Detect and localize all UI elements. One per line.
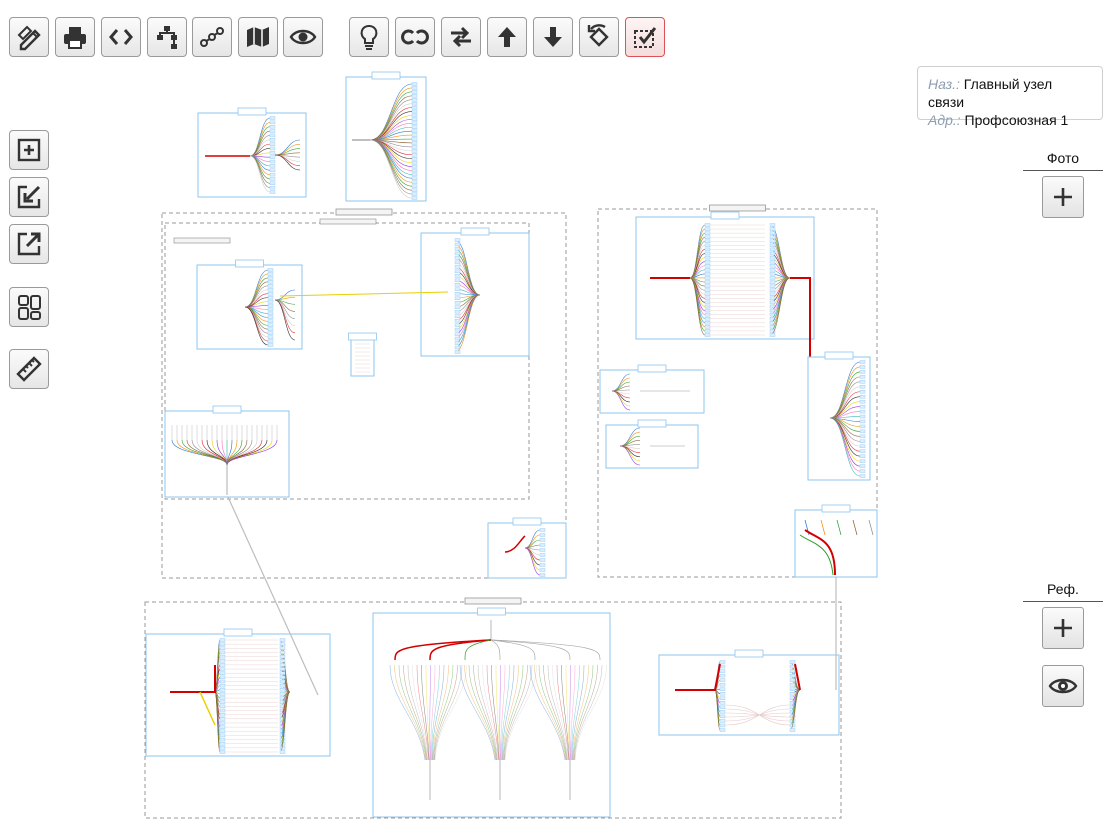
group-tag [709,204,766,212]
photo-divider [1023,170,1103,171]
node-name: Главный узел связи [928,76,1053,110]
eye-icon [289,29,317,45]
node-info-panel: Наз.: Главный узел связи Адр.: Профсоюзн… [917,66,1103,128]
scheme-module[interactable] [197,107,307,198]
rotate-icon [587,24,609,47]
link-button[interactable] [395,17,435,57]
checkbox-select-icon [634,27,657,48]
layout-button[interactable] [9,287,49,327]
map-icon [247,27,269,47]
address-label: Адр.: [928,112,961,128]
scheme-module[interactable] [164,405,290,498]
scheme-module[interactable] [599,364,705,414]
plus-square-icon [17,138,41,162]
export-button[interactable] [9,224,49,264]
scheme-module[interactable] [487,517,567,579]
scheme-module[interactable] [345,71,427,202]
lightbulb-icon [360,25,378,50]
plus-icon [1054,188,1072,206]
scheme-module[interactable] [658,649,840,736]
map-button[interactable] [238,17,278,57]
route-icon [200,27,224,47]
scheme-module[interactable] [145,628,331,757]
move-down-button[interactable] [533,17,573,57]
view-ref-button[interactable] [1042,665,1084,707]
eye-icon [1048,678,1078,694]
add-element-button[interactable] [9,130,49,170]
move-up-button[interactable] [487,17,527,57]
scheme-module[interactable] [635,211,815,340]
scheme-module[interactable] [605,419,699,469]
swap-arrows-icon [451,26,471,48]
arrow-down-icon [544,27,562,47]
group-frame [144,601,842,819]
scheme-module[interactable] [420,227,530,357]
scheme-module[interactable] [794,504,878,578]
name-label: Наз.: [928,76,960,92]
measure-button[interactable] [9,349,49,389]
edit-scheme-button[interactable] [9,17,49,57]
tree-icon [157,26,177,49]
arrow-up-icon [498,27,516,47]
print-button[interactable] [55,17,95,57]
import-button[interactable] [9,177,49,217]
route-button[interactable] [192,17,232,57]
plus-icon [1054,619,1072,637]
preview-button[interactable] [283,17,323,57]
scheme-module[interactable] [372,607,611,818]
code-view-button[interactable] [101,17,141,57]
code-brackets-icon [109,29,133,45]
grid-layout-icon [18,295,41,320]
select-mode-button[interactable] [625,17,665,57]
hint-button[interactable] [349,17,389,57]
rotate-button[interactable] [579,17,619,57]
group-tag [464,597,522,605]
import-icon [17,185,41,209]
swap-button[interactable] [441,17,481,57]
group-tag [335,208,393,216]
scheme-module[interactable] [196,259,303,350]
printer-icon [64,27,86,49]
group-frame [597,208,878,578]
ref-divider [1023,601,1103,602]
pencil-ruler-icon [17,25,41,51]
yellow-link [279,291,449,297]
ruler-icon [16,356,42,382]
photo-label: Фото [1046,150,1080,166]
tree-view-button[interactable] [147,17,187,57]
ref-label: Реф. [1047,581,1079,597]
node-address: Профсоюзная 1 [964,112,1069,128]
caption-tag [319,218,377,225]
add-photo-button[interactable] [1042,176,1084,218]
caption-tag [173,237,231,244]
link-icon [401,29,429,45]
add-ref-button[interactable] [1042,607,1084,649]
scheme-module[interactable] [348,332,377,377]
scheme-module[interactable] [807,351,871,481]
link-cable [227,496,319,696]
export-icon [17,232,41,256]
